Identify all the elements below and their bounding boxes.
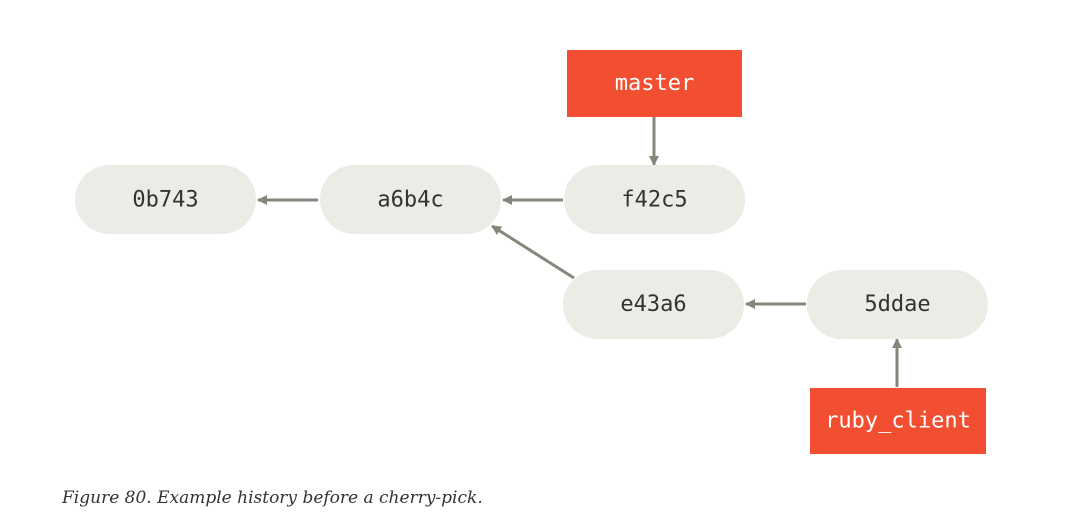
branch-ruby-client: ruby_client [810, 388, 986, 454]
commit-node [320, 165, 501, 234]
commit-label: a6b4c [377, 188, 443, 213]
commit-label: e43a6 [620, 292, 686, 317]
figure-caption: Figure 80. Example history before a cher… [62, 488, 483, 508]
commit-label: 0b743 [132, 188, 198, 213]
commit-a6b4c: a6b4c [320, 165, 501, 234]
branch-label: master [615, 71, 694, 96]
branch-label: ruby_client [825, 409, 971, 434]
commit-node [564, 165, 745, 234]
commit-e43a6: e43a6 [563, 270, 744, 339]
commit-0b743: 0b743 [75, 165, 256, 234]
commit-node [563, 270, 744, 339]
branch-master: master [567, 50, 742, 117]
commit-node [807, 270, 988, 339]
commit-label: f42c5 [621, 188, 687, 213]
arrows [257, 117, 902, 387]
commit-history-diagram: 0b743 a6b4c f42c5 e43a6 5ddae master rub… [75, 50, 988, 454]
branch-box [810, 388, 986, 454]
commit-5ddae: 5ddae [807, 270, 988, 339]
arrow-e43a6-to-a6b4c [491, 224, 575, 280]
commit-node [75, 165, 256, 234]
commit-f42c5: f42c5 [564, 165, 745, 234]
branch-box [567, 50, 742, 117]
commit-label: 5ddae [864, 292, 930, 317]
